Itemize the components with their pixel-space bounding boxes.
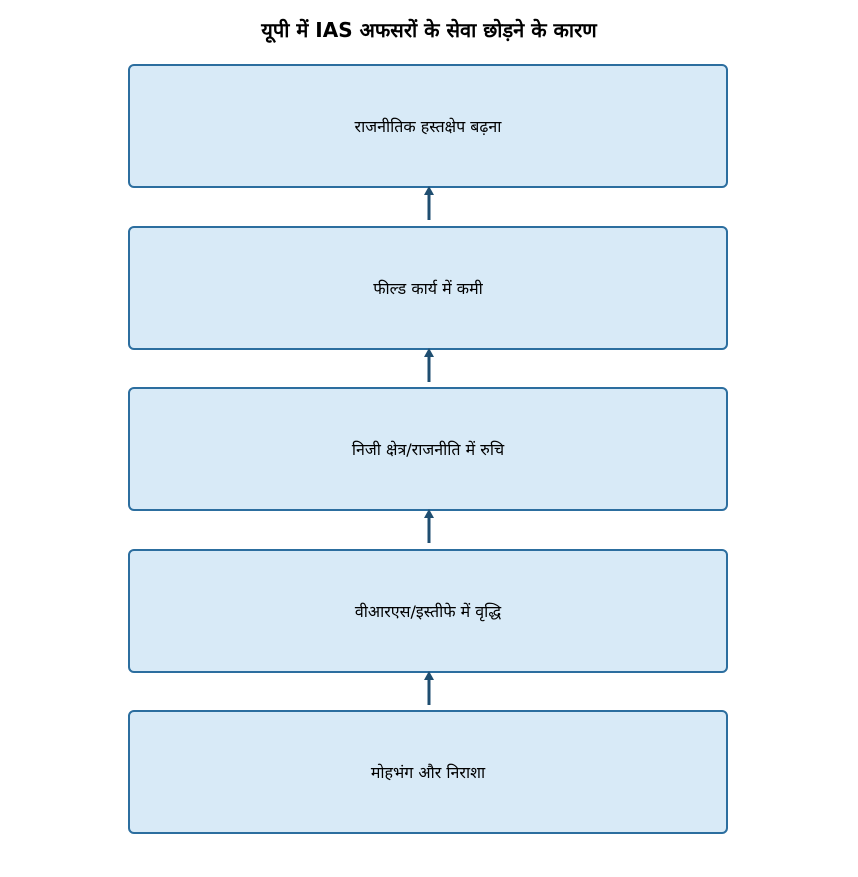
flow-arrow-up: [424, 348, 434, 382]
diagram-title: यूपी में IAS अफसरों के सेवा छोड़ने के का…: [261, 18, 597, 42]
node-label: निजी क्षेत्र/राजनीति में रुचि: [351, 440, 505, 459]
node-label: फील्ड कार्य में कमी: [373, 279, 483, 298]
flow-arrow-up: [424, 509, 434, 543]
node-label: मोहभंग और निराशा: [370, 763, 486, 782]
node-label: राजनीतिक हस्तक्षेप बढ़ना: [354, 117, 502, 136]
flow-node-disillusionment: मोहभंग और निराशा: [128, 710, 728, 834]
node-label: वीआरएस/इस्तीफे में वृद्धि: [354, 602, 502, 621]
flow-node-vrs-resignation-increase: वीआरएस/इस्तीफे में वृद्धि: [128, 549, 728, 673]
flow-node-private-sector-interest: निजी क्षेत्र/राजनीति में रुचि: [128, 387, 728, 511]
flow-node-reduced-field-work: फील्ड कार्य में कमी: [128, 226, 728, 350]
flow-arrow-up: [424, 186, 434, 220]
flow-node-political-interference: राजनीतिक हस्तक्षेप बढ़ना: [128, 64, 728, 188]
flow-arrow-up: [424, 671, 434, 705]
